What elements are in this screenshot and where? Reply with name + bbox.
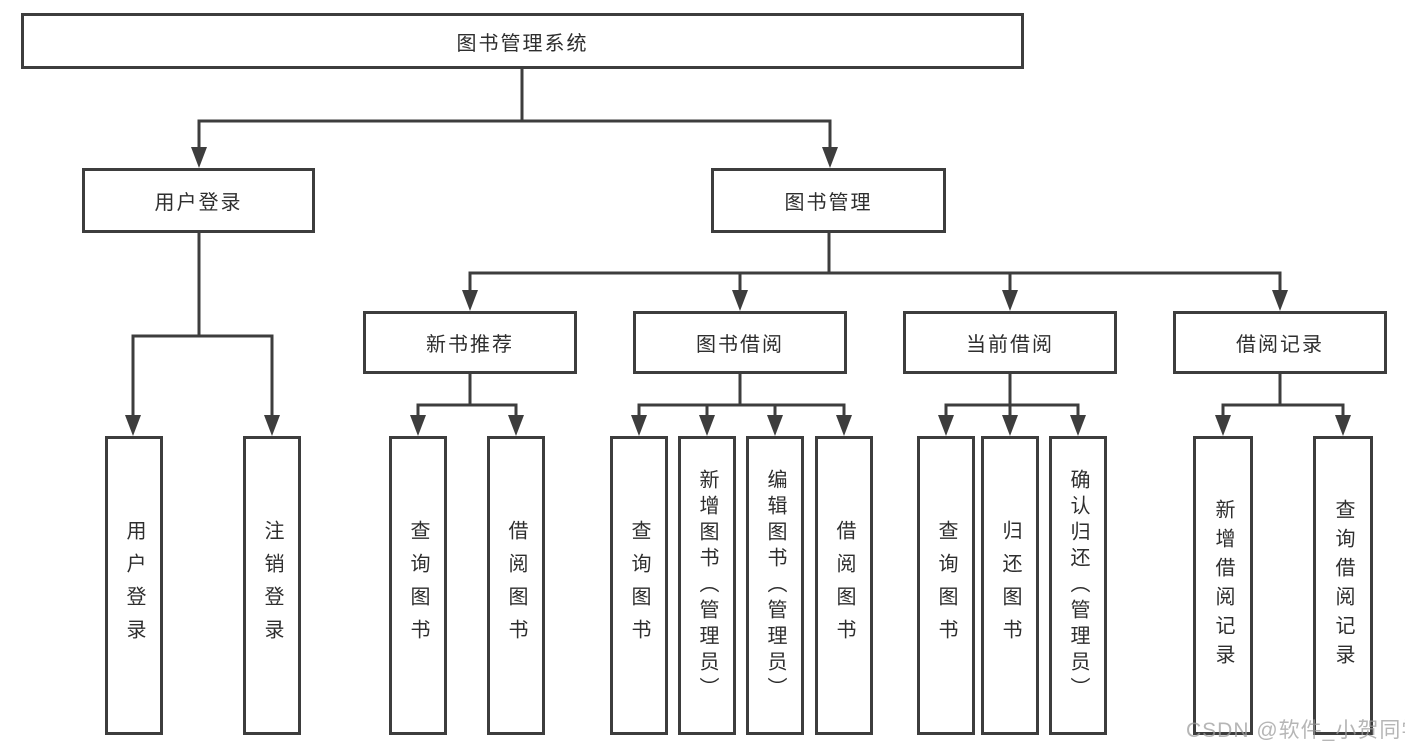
node-label: 新增图书（管理员） (696, 468, 718, 703)
leaf-query-books-borrowing: 查询图书 (610, 436, 668, 735)
node-label: 借阅记录 (1236, 334, 1324, 356)
node-label: 借阅图书 (833, 519, 855, 652)
node-label: 图书管理系统 (456, 32, 589, 55)
node-book-management: 图书管理 (711, 168, 946, 233)
node-label: 归还图书 (999, 519, 1021, 652)
node-label: 确认归还（管理员） (1067, 468, 1089, 703)
leaf-query-borrow-record: 查询借阅记录 (1313, 436, 1373, 735)
leaf-add-book-admin: 新增图书（管理员） (678, 436, 736, 735)
leaf-add-borrow-record: 新增借阅记录 (1193, 436, 1253, 735)
node-label: 编辑图书（管理员） (764, 468, 786, 703)
node-label: 查询借阅记录 (1332, 498, 1354, 673)
node-label: 用户登录 (123, 519, 145, 652)
node-label: 查询图书 (935, 519, 957, 652)
node-label: 新增借阅记录 (1212, 498, 1234, 673)
csdn-watermark: CSDN @软件_小贺同学 (1186, 719, 1405, 742)
node-label: 借阅图书 (505, 519, 527, 652)
node-label: 图书管理 (784, 192, 873, 214)
node-label: 图书借阅 (696, 334, 784, 356)
leaf-return-book: 归还图书 (981, 436, 1039, 735)
leaf-borrow-books-borrowing: 借阅图书 (815, 436, 873, 735)
leaf-query-books-recommend: 查询图书 (389, 436, 447, 735)
node-root-system: 图书管理系统 (21, 13, 1024, 69)
node-new-book-recommend: 新书推荐 (363, 311, 577, 374)
node-book-borrowing: 图书借阅 (633, 311, 847, 374)
node-label: 新书推荐 (426, 334, 514, 356)
node-label: 查询图书 (407, 519, 429, 652)
leaf-query-books-current: 查询图书 (917, 436, 975, 735)
leaf-borrow-books-recommend: 借阅图书 (487, 436, 545, 735)
node-current-borrowing: 当前借阅 (903, 311, 1117, 374)
node-label: 注销登录 (261, 519, 283, 652)
node-user-login: 用户登录 (82, 168, 315, 233)
node-label: 用户登录 (154, 192, 243, 214)
leaf-confirm-return-admin: 确认归还（管理员） (1049, 436, 1107, 735)
leaf-edit-book-admin: 编辑图书（管理员） (746, 436, 804, 735)
leaf-logout: 注销登录 (243, 436, 301, 735)
node-label: 当前借阅 (966, 334, 1054, 356)
node-borrowing-records: 借阅记录 (1173, 311, 1387, 374)
leaf-user-login: 用户登录 (105, 436, 163, 735)
node-label: 查询图书 (628, 519, 650, 652)
